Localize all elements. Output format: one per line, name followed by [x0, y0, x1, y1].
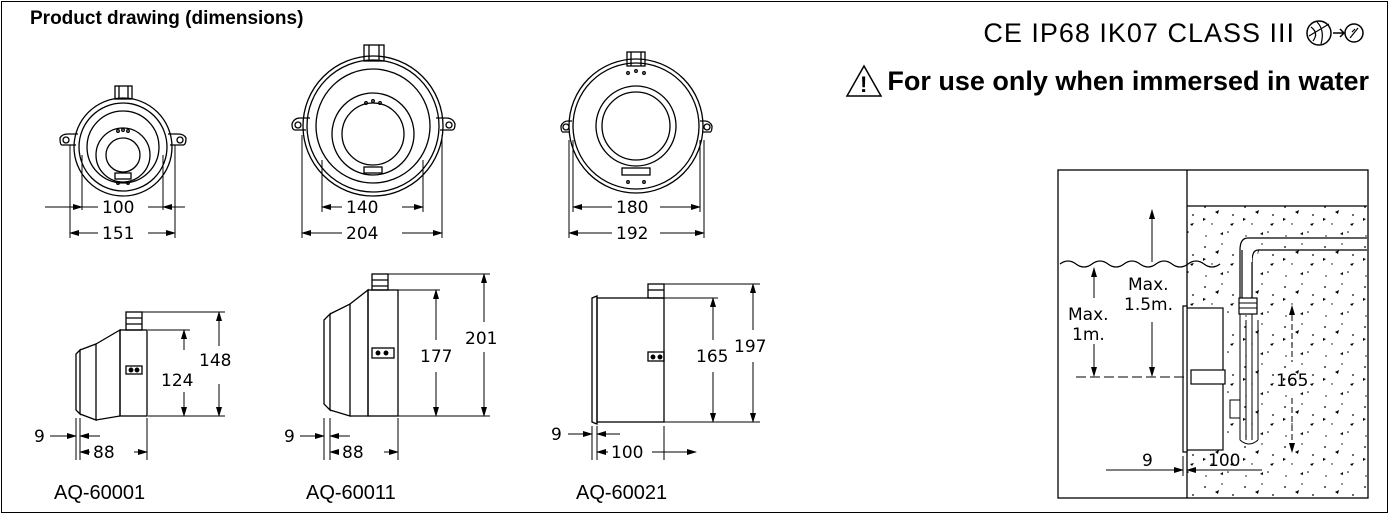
dim-front-1-inner: 100 — [102, 198, 134, 218]
luminaire-symbols-icon — [1306, 20, 1364, 46]
model-label-1: AQ-60001 — [54, 482, 146, 504]
install-max-water-l2: 1m. — [1072, 325, 1105, 345]
dim-side-1-lip: 9 — [34, 427, 45, 447]
dim-side-1-total: 148 — [199, 351, 231, 371]
front-view-3 — [560, 51, 713, 194]
warning-text: For use only when immersed in water — [887, 65, 1369, 96]
dim-side-3-lip: 9 — [551, 425, 562, 445]
install-height: 165 — [1276, 371, 1308, 391]
install-max-surface-l2: 1.5m. — [1124, 295, 1173, 315]
dim-side-2-total: 201 — [465, 329, 497, 349]
dim-side-2-depth: 88 — [342, 443, 364, 463]
side-view-1 — [75, 311, 148, 421]
dim-front-3-outer: 192 — [616, 224, 648, 244]
front-view-1 — [59, 85, 187, 197]
warning-notice: ! For use only when immersed in water — [845, 64, 1369, 98]
side-view-2 — [323, 273, 399, 417]
dim-side-1-body: 124 — [161, 371, 193, 391]
model-label-2: AQ-60011 — [306, 482, 396, 504]
warning-triangle-icon: ! — [846, 64, 883, 97]
page-title: Product drawing (dimensions) — [30, 8, 304, 29]
install-depth: 100 — [1208, 451, 1240, 471]
dim-front-1-outer: 151 — [102, 224, 134, 244]
model-label-3: AQ-60021 — [576, 482, 668, 504]
certifications-text: CE IP68 IK07 CLASS III — [983, 17, 1295, 48]
front-view-2 — [291, 44, 456, 197]
installation-detail — [1057, 169, 1369, 499]
dim-side-3-body: 165 — [696, 347, 728, 367]
dim-side-1-depth: 88 — [93, 443, 115, 463]
svg-text:!: ! — [860, 72, 867, 97]
install-lip: 9 — [1142, 451, 1153, 471]
dim-front-2-outer: 204 — [346, 224, 378, 244]
install-max-surface-l1: Max. — [1128, 275, 1169, 295]
install-max-water-l1: Max. — [1068, 305, 1109, 325]
dim-side-2-body: 177 — [420, 347, 452, 367]
certification-marks: CE IP68 IK07 CLASS III — [983, 16, 1365, 50]
dim-front-2-inner: 140 — [346, 198, 378, 218]
side-view-3 — [591, 283, 665, 425]
dim-side-3-depth: 100 — [611, 443, 643, 463]
dim-side-2-lip: 9 — [284, 427, 295, 447]
dim-front-3-inner: 180 — [616, 198, 648, 218]
dim-side-3-total: 197 — [734, 337, 766, 357]
